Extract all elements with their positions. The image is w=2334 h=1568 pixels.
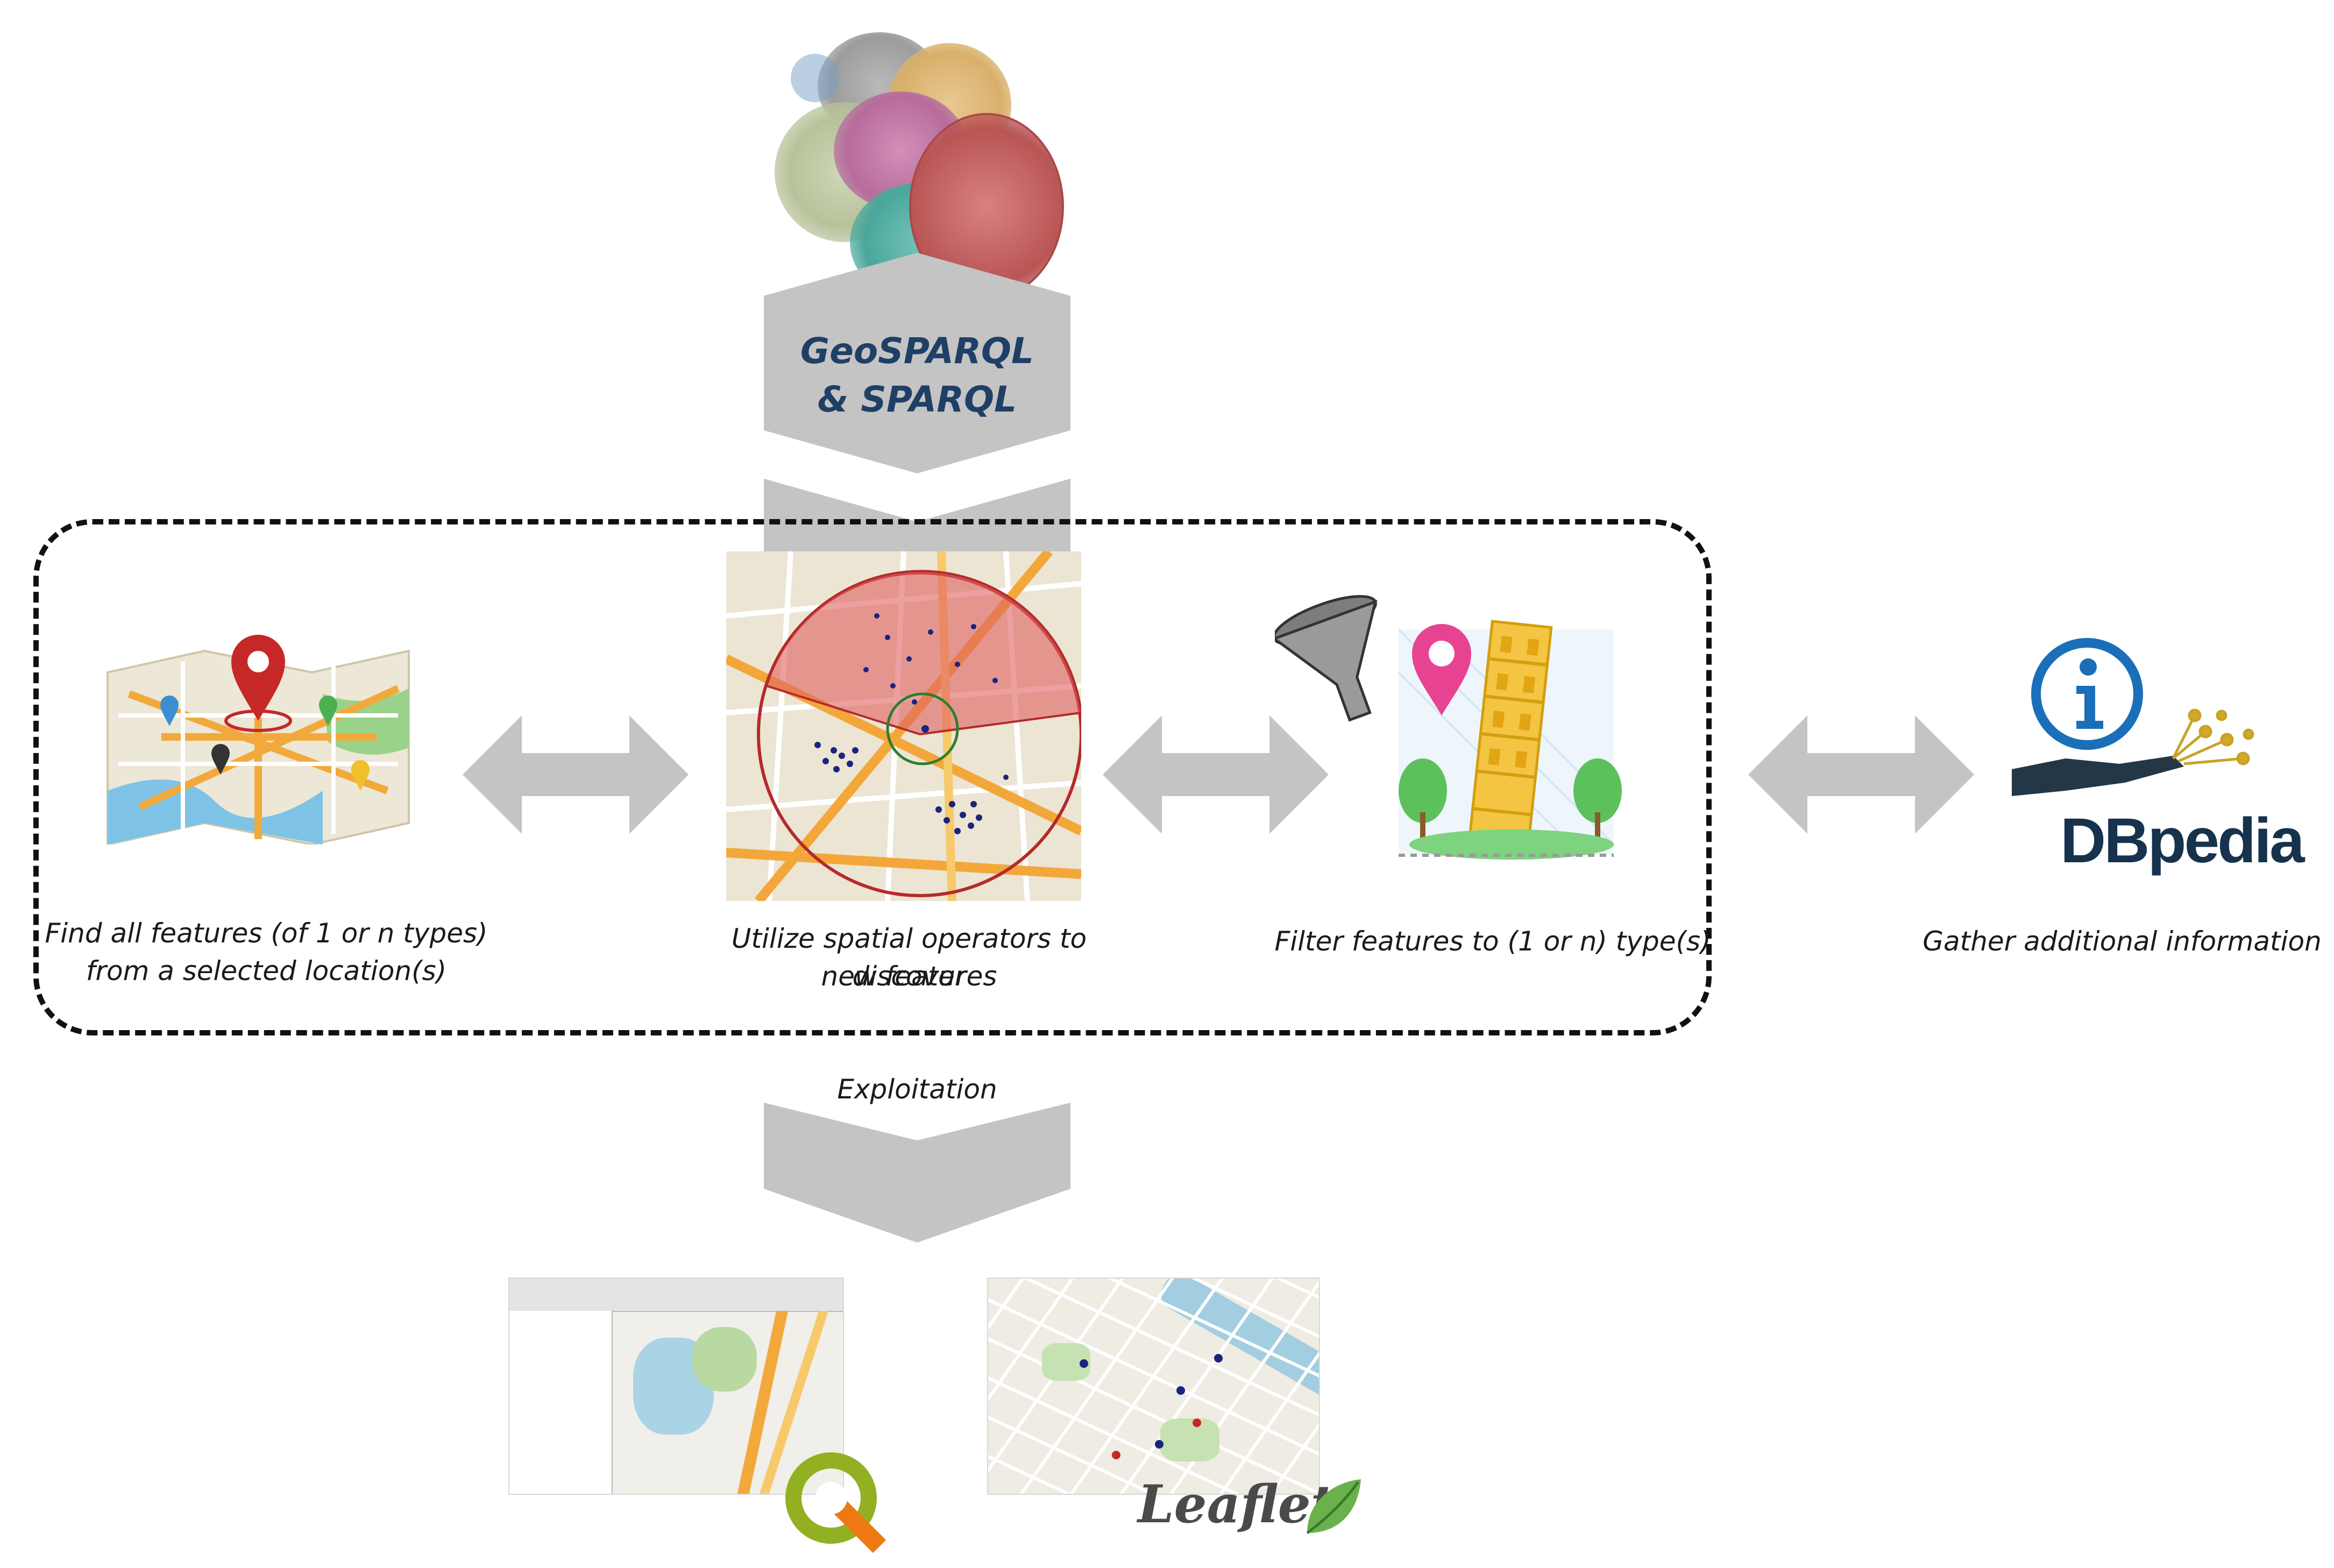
info-hand-icon xyxy=(2012,638,2254,796)
query-label-line2: & SPARQL xyxy=(817,379,1017,420)
step-find-caption-line1: Find all features (of 1 or n types) xyxy=(45,918,488,949)
query-label-line1: GeoSPARQL xyxy=(800,330,1034,372)
step-filter-caption: Filter features to (1 or n) type(s) xyxy=(1274,926,1711,957)
funnel-landmark-icon xyxy=(1275,595,1622,860)
bidirectional-arrow-3 xyxy=(1748,715,1974,834)
external-caption: Gather additional information xyxy=(1922,926,2322,957)
city-map-pin-icon xyxy=(107,635,410,845)
spatial-buffer-map-icon xyxy=(726,551,1081,901)
bidirectional-arrow-1 xyxy=(463,715,689,834)
step-spatial-caption-line1: Utilize spatial operators to discover xyxy=(731,923,1087,992)
qgis-screenshot xyxy=(508,1278,844,1495)
exploitation-label: Exploitation xyxy=(837,1074,997,1105)
query-down-arrow xyxy=(764,253,1070,554)
process-boundary xyxy=(33,519,1712,1035)
qgis-logo-icon xyxy=(785,1452,886,1553)
step-spatial-caption-line2: new features xyxy=(821,961,997,992)
dbpedia-logo-text: DBpedia xyxy=(2060,805,2305,876)
leaflet-logo-text: Leaflet xyxy=(1138,1474,1335,1535)
leaflet-screenshot xyxy=(987,1278,1320,1495)
leaflet-logo-icon xyxy=(1306,1479,1361,1534)
exploitation-down-arrow xyxy=(764,1103,1070,1243)
step-find-caption-line2: from a selected location(s) xyxy=(86,955,447,987)
bidirectional-arrow-2 xyxy=(1103,715,1329,834)
